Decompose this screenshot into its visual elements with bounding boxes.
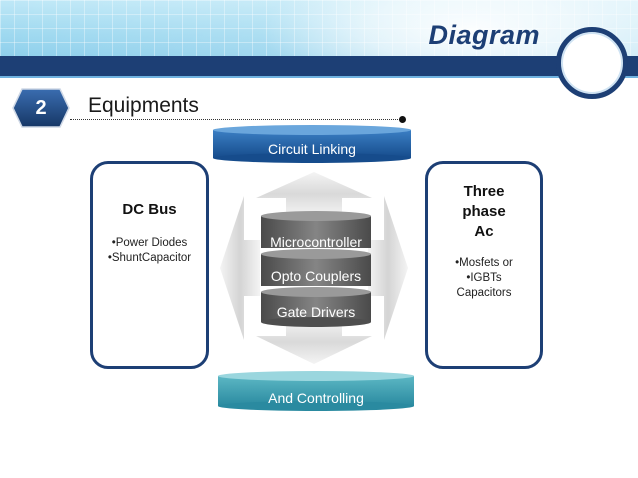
arrow-right bbox=[368, 196, 408, 340]
three-phase-title-line: Three bbox=[463, 183, 505, 200]
bottom-cylinder-label: And Controlling bbox=[268, 390, 364, 406]
bottom-cylinder bbox=[218, 371, 414, 411]
header-fade bbox=[0, 0, 638, 56]
dc-bus-item: •Power Diodes bbox=[111, 237, 188, 249]
stack-label-opto-couplers: Opto Couplers bbox=[270, 268, 362, 284]
header-band bbox=[0, 56, 638, 76]
four-way-arrows bbox=[220, 172, 408, 364]
section-number-hexagon bbox=[12, 88, 70, 128]
dc-bus-item: •ShuntCapacitor bbox=[107, 252, 192, 264]
center-stack bbox=[261, 211, 371, 327]
section-number: 2 bbox=[35, 96, 47, 119]
section-rule-end-dot bbox=[399, 116, 406, 123]
arrow-down bbox=[256, 320, 372, 364]
stack-label-gate-drivers: Gate Drivers bbox=[276, 304, 356, 320]
arrow-up bbox=[256, 172, 372, 216]
stack-layer-1 bbox=[261, 216, 371, 248]
dc-bus-title: DC Bus bbox=[122, 201, 177, 218]
three-phase-item: •IGBTs bbox=[466, 272, 502, 284]
top-cylinder-label: Circuit Linking bbox=[268, 141, 356, 157]
three-phase-title-line: Ac bbox=[474, 223, 494, 240]
header-banner bbox=[0, 0, 638, 56]
three-phase-item: Capacitors bbox=[456, 287, 512, 299]
top-cylinder bbox=[213, 125, 411, 163]
three-phase-item: •Mosfets or bbox=[455, 257, 513, 269]
header-circle-ornament bbox=[556, 27, 628, 99]
stack-label-microcontroller: Microcontroller bbox=[270, 234, 362, 250]
section-dotted-rule bbox=[70, 119, 402, 120]
section-title: Equipments bbox=[88, 94, 199, 117]
page-title: Diagram bbox=[428, 20, 540, 50]
three-phase-ac-box: Three phase Ac •Mosfets or •IGBTs Capaci… bbox=[425, 161, 543, 369]
dc-bus-box: DC Bus •Power Diodes •ShuntCapacitor bbox=[90, 161, 209, 369]
three-phase-title-line: phase bbox=[462, 203, 506, 220]
stack-layer-2 bbox=[261, 254, 371, 286]
header-band-highlight bbox=[0, 76, 638, 78]
arrow-left bbox=[220, 196, 260, 340]
